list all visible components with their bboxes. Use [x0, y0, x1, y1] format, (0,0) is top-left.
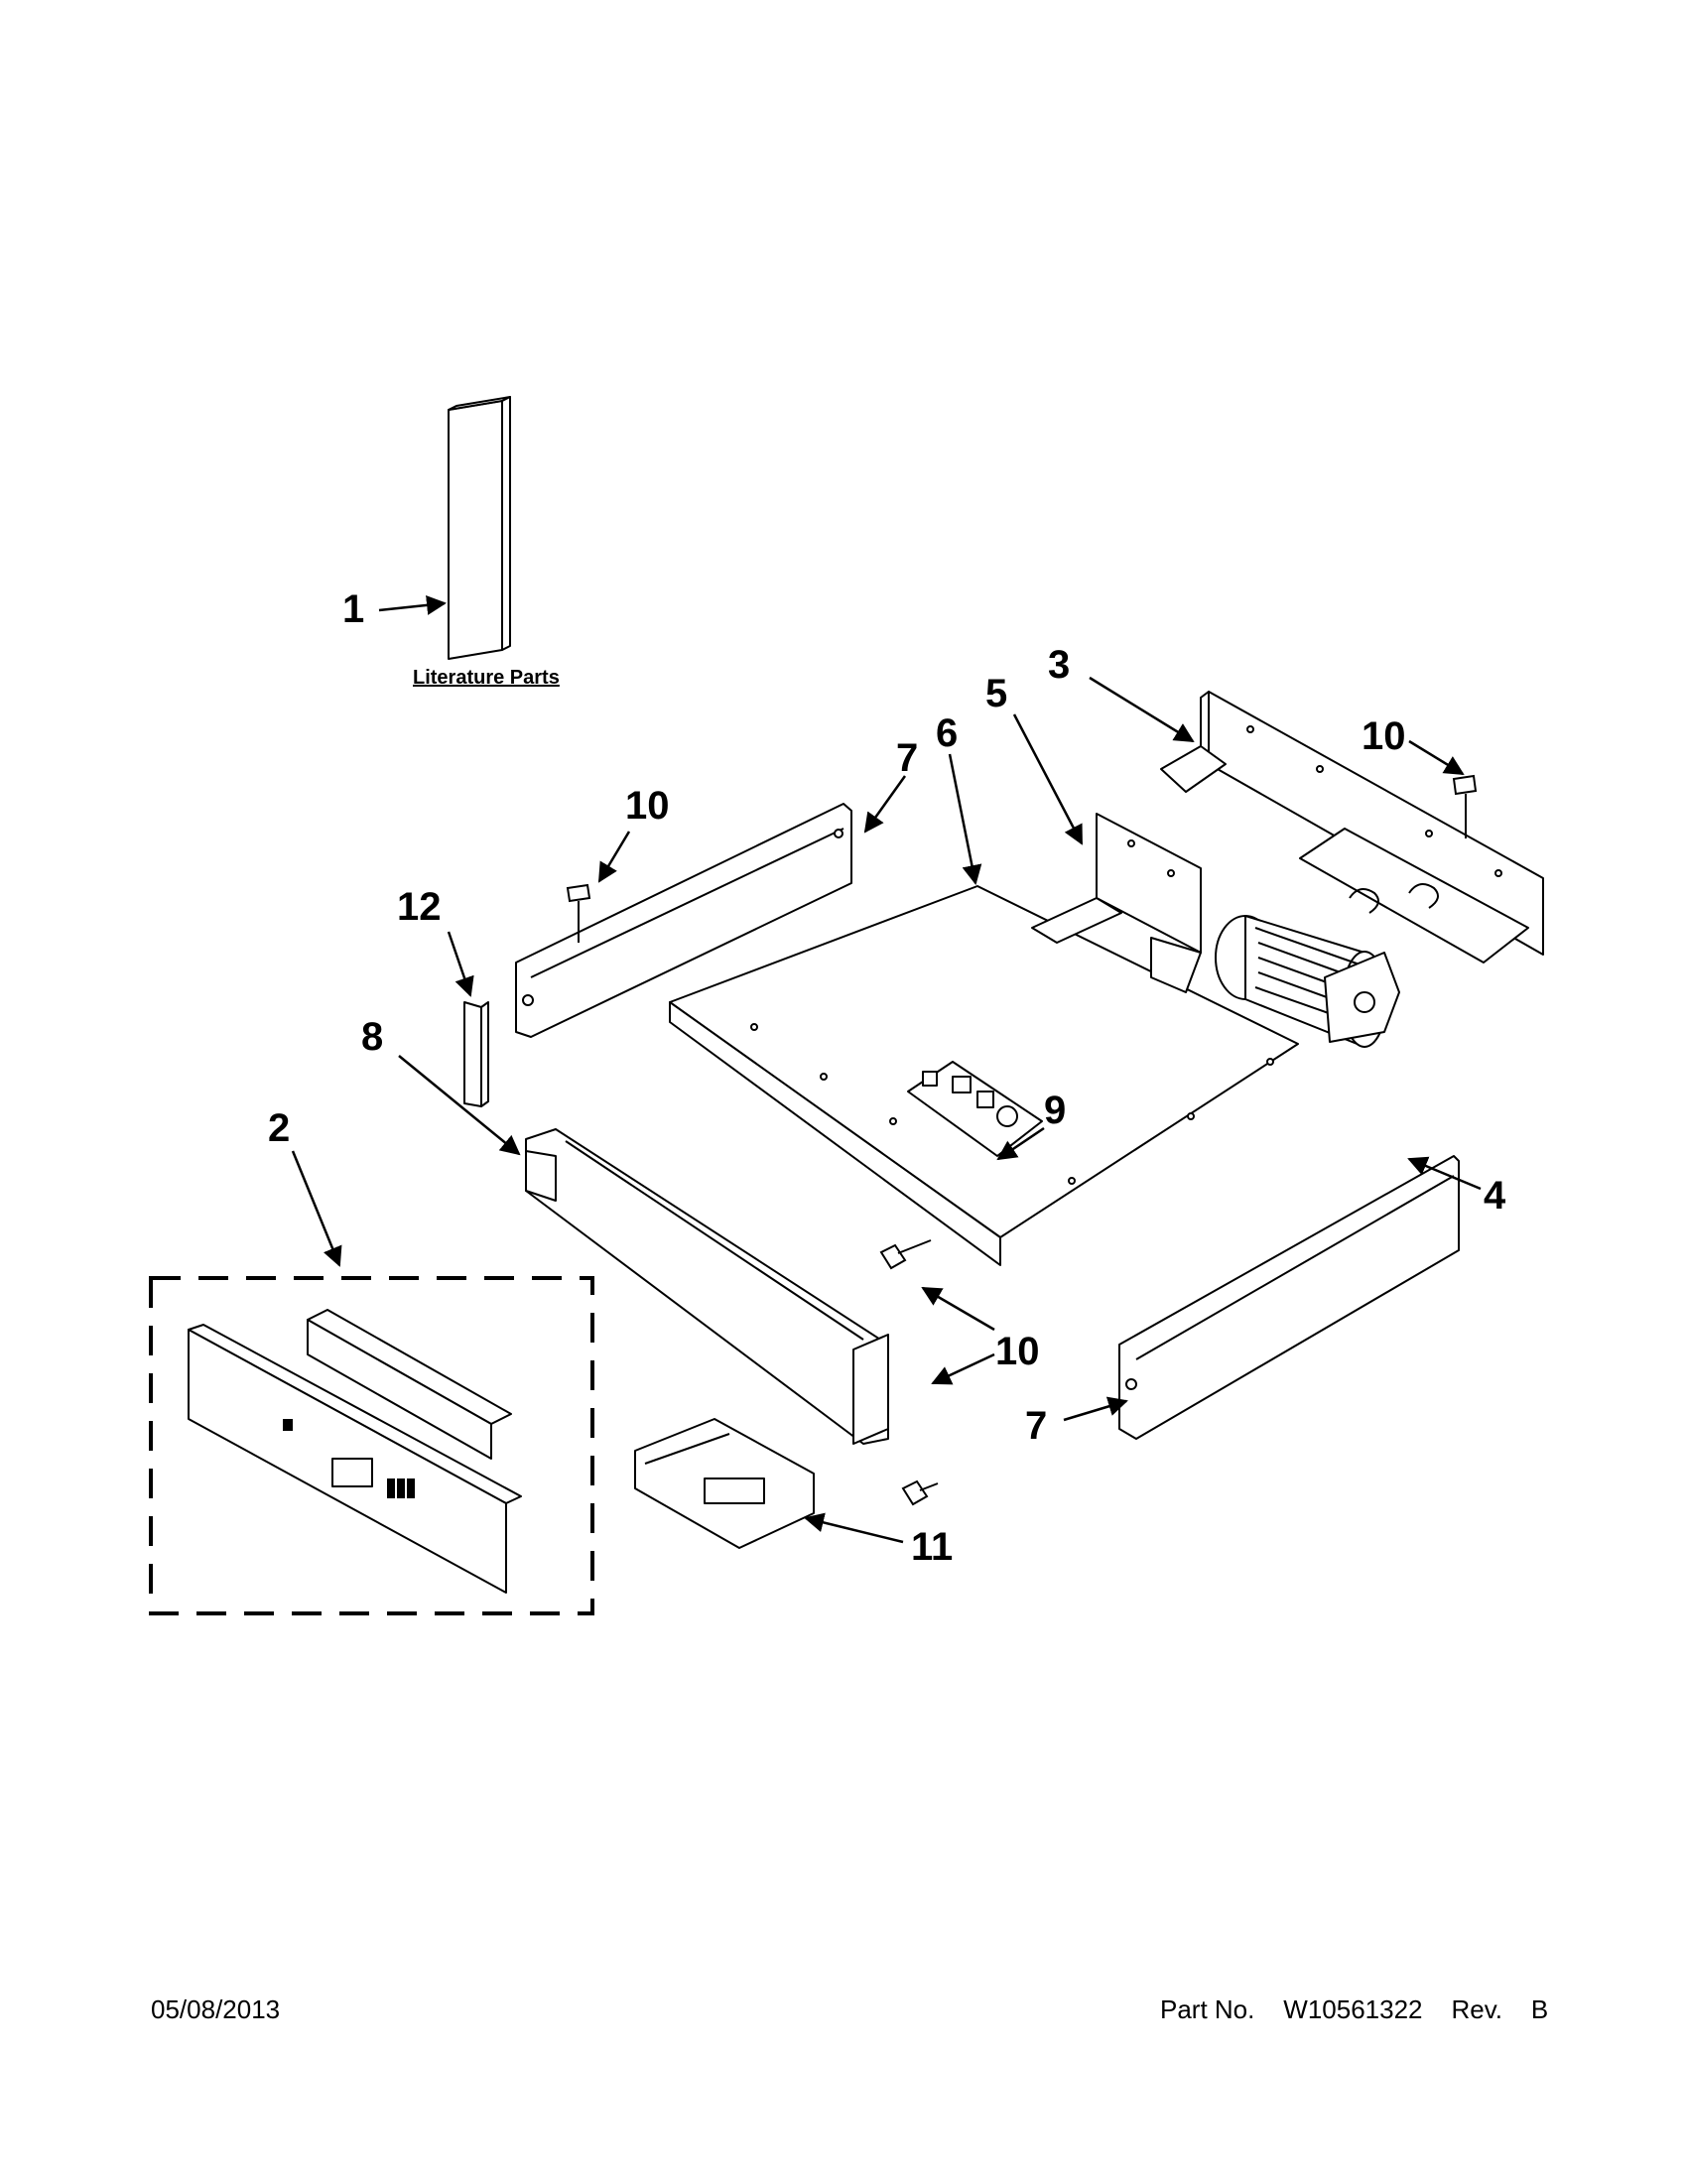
callout-4: 4 [1484, 1174, 1506, 1218]
leader-10d [931, 1352, 995, 1385]
callout-10a: 10 [625, 784, 670, 828]
blower-fan-part [1215, 915, 1400, 1048]
leader-5 [1012, 713, 1084, 845]
rev-label: Rev. [1451, 1994, 1502, 2024]
screw-lower [901, 1479, 939, 1506]
leader-9 [996, 1126, 1045, 1161]
screw-upper-left [566, 883, 591, 943]
terminal-block-part [634, 1418, 815, 1549]
front-rail-part [525, 1128, 889, 1445]
leader-12 [447, 931, 474, 997]
callout-6: 6 [936, 711, 958, 755]
literature-booklet-part [448, 396, 511, 660]
screw-upper-right [1452, 774, 1478, 838]
leader-11 [804, 1512, 904, 1544]
literature-parts-label: Literature Parts [413, 667, 560, 689]
leader-10c [921, 1286, 995, 1332]
callout-5: 5 [985, 672, 1007, 715]
callout-10c: 10 [995, 1330, 1040, 1373]
leader-2 [291, 1150, 342, 1267]
leader-1 [378, 594, 447, 615]
rev-value: B [1530, 1994, 1549, 2024]
callout-9: 9 [1044, 1089, 1066, 1132]
part-number: W10561322 [1283, 1994, 1423, 2024]
leader-10a [597, 831, 631, 883]
side-rail-lower-part [1118, 1155, 1460, 1440]
leader-6 [948, 753, 982, 885]
callout-11: 11 [911, 1525, 953, 1569]
part-label: Part No. [1160, 1994, 1255, 2024]
rear-bracket-part [1160, 691, 1544, 964]
leader-10b [1408, 739, 1465, 776]
base-panel-part [669, 885, 1299, 1266]
footer-part-info: Part No. W10561322 Rev. B [1160, 1994, 1548, 2025]
clip-part [463, 1001, 489, 1107]
leader-7b [1063, 1396, 1128, 1422]
callout-12: 12 [397, 885, 442, 929]
footer-date: 05/08/2013 [151, 1994, 281, 2024]
leader-8 [398, 1055, 521, 1156]
assembly-dashed-box [149, 1276, 594, 1615]
callout-8: 8 [361, 1015, 383, 1059]
screw-center [879, 1239, 932, 1270]
control-panel-assembly-part [188, 1309, 522, 1594]
callout-10b: 10 [1362, 714, 1406, 758]
callout-7a: 7 [896, 736, 918, 780]
callout-7b: 7 [1025, 1404, 1047, 1448]
side-rail-upper-part [515, 803, 852, 1038]
leader-7a [863, 775, 907, 834]
control-board-part [907, 1061, 1043, 1157]
callout-2: 2 [268, 1106, 290, 1150]
leader-3 [1089, 676, 1195, 743]
small-bracket-part [1031, 813, 1202, 993]
callout-3: 3 [1048, 643, 1070, 687]
callout-1: 1 [342, 587, 364, 631]
leader-4 [1407, 1156, 1482, 1191]
